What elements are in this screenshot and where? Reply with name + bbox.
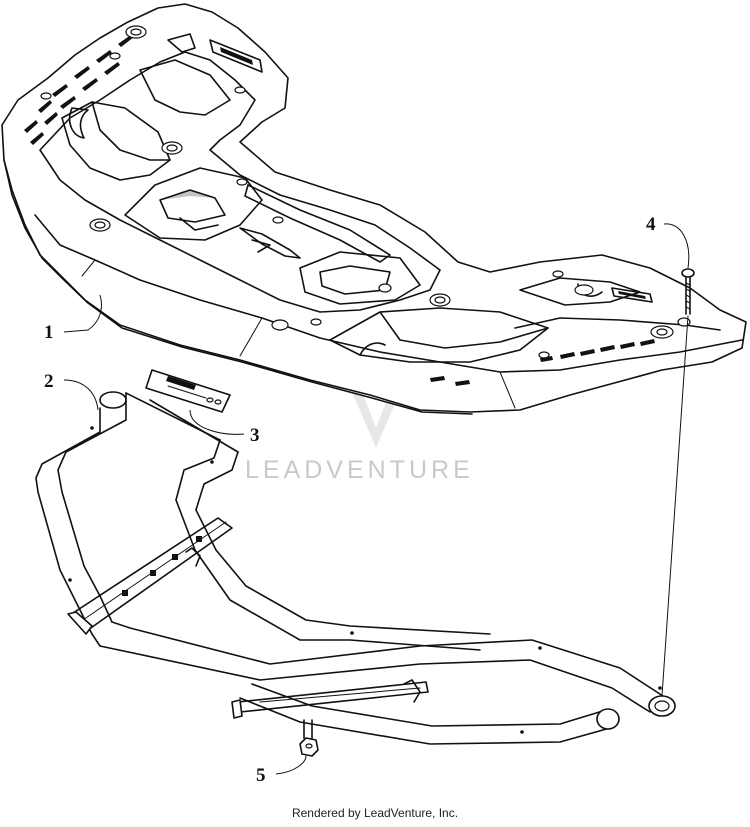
screw-4 — [681, 268, 695, 315]
callout-4: 4 — [646, 214, 656, 235]
tube-frame — [35, 391, 676, 745]
assembly-centerline — [661, 315, 689, 697]
leader-5 — [275, 755, 307, 775]
callout-3: 3 — [250, 425, 260, 446]
decal — [145, 369, 231, 413]
leader-lines — [63, 223, 690, 775]
front-rack — [1, 3, 747, 415]
callout-1: 1 — [44, 322, 54, 343]
watermark: LEADVENTURE — [245, 364, 474, 484]
footer-credit: Rendered by LeadVenture, Inc. — [291, 806, 459, 820]
callouts: 1 2 3 4 5 — [44, 214, 656, 786]
callout-2: 2 — [44, 371, 54, 392]
watermark-text: LEADVENTURE — [245, 456, 474, 484]
leader-1 — [63, 294, 102, 333]
leader-4 — [663, 223, 690, 269]
callout-5: 5 — [256, 765, 266, 786]
leader-2 — [63, 379, 99, 411]
leader-3 — [189, 409, 245, 435]
nut-5 — [299, 719, 319, 757]
